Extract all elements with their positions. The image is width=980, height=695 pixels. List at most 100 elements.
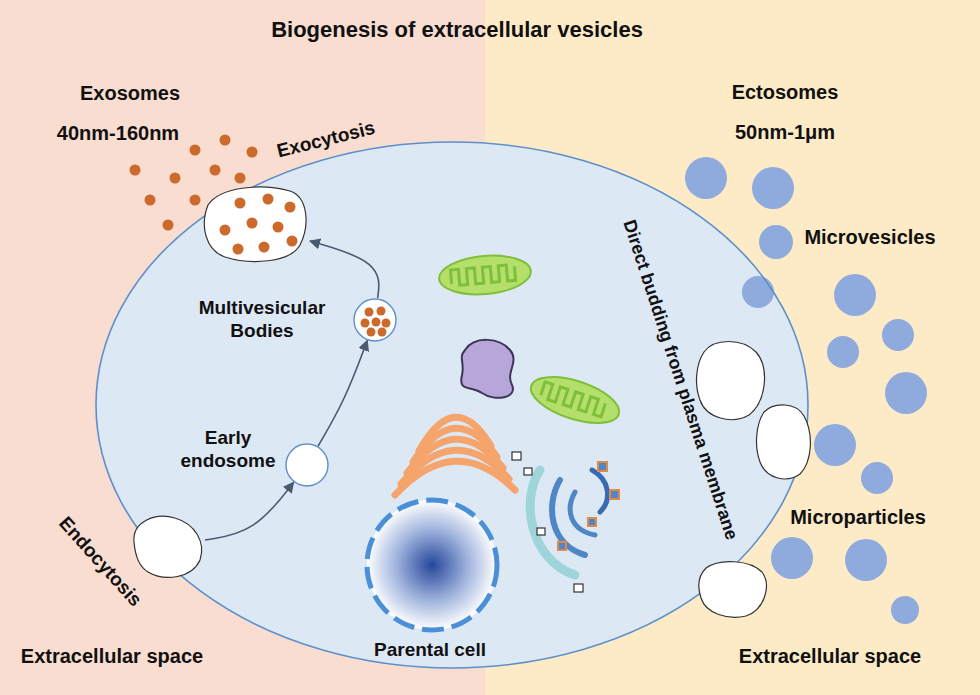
ectosome — [771, 537, 813, 579]
exosome — [210, 165, 221, 176]
exosome — [233, 244, 244, 255]
exosome — [285, 202, 296, 213]
exosome — [145, 195, 156, 206]
cristae — [540, 382, 606, 417]
endo-node: Endocytosis — [130, 512, 205, 580]
text-holder: Exosomes — [80, 81, 180, 105]
golgi-cisterna — [419, 417, 491, 451]
exosome — [220, 135, 231, 146]
cytoplasm — [96, 142, 808, 668]
exosome — [220, 225, 231, 236]
text-holder: Parental cell — [374, 639, 486, 662]
mitochondrion-body — [438, 252, 533, 298]
multivesicular-body — [354, 299, 396, 341]
intraluminal-vesicle — [361, 319, 370, 328]
er-vesicles — [512, 452, 619, 592]
arrow-connector — [310, 241, 379, 298]
intraluminal-vesicle — [365, 308, 374, 317]
label: Microparticles — [790, 505, 926, 529]
golgi — [395, 417, 515, 495]
exosome — [130, 165, 141, 176]
text-holder: Microvesicles — [804, 225, 935, 249]
exosome — [163, 220, 174, 231]
text-holder: Extracellular space — [739, 644, 921, 668]
vesicle — [610, 490, 619, 499]
exosome — [263, 194, 274, 205]
label: Ectosomes — [732, 80, 839, 104]
vesicle — [524, 468, 532, 475]
mitochondrion-body — [525, 368, 624, 433]
endoplasmic-reticulum — [530, 470, 607, 575]
ectosome — [742, 276, 774, 308]
ectosome — [814, 424, 856, 466]
ectosome — [861, 462, 893, 494]
ectosome — [885, 372, 927, 414]
mitochondrion — [525, 368, 624, 433]
exosome — [190, 195, 201, 206]
node-label: Multivesicular Bodies — [187, 297, 337, 343]
node-shape — [285, 443, 329, 487]
text-holder: Extracellular space — [21, 644, 203, 668]
text-holder: 40nm-160nm — [57, 121, 179, 145]
er-membrane — [570, 492, 595, 535]
node-label: Early endosome — [178, 427, 278, 473]
exosome — [247, 218, 258, 229]
node-shape — [200, 185, 310, 265]
parental-cell: Parental cell Endocytosis Early endosome Mu… — [94, 140, 810, 670]
exosome — [273, 222, 284, 233]
vesicle — [598, 462, 607, 471]
arrow-connector — [205, 482, 294, 540]
node-shape — [130, 512, 205, 580]
label: 50nm-1μm — [735, 120, 835, 144]
ectosome — [685, 157, 727, 199]
label: Microvesicles — [804, 225, 935, 249]
node-shape — [94, 140, 810, 670]
cell-membrane — [96, 142, 808, 668]
budding-vesicle — [757, 405, 811, 479]
text-holder: Ectosomes — [732, 80, 839, 104]
label: Extracellular space — [739, 644, 921, 668]
node-label: Parental cell — [374, 639, 486, 662]
nucleus — [367, 500, 497, 630]
vesicle — [558, 542, 566, 550]
exosome — [259, 242, 270, 253]
ectosome — [845, 539, 887, 581]
vesicle — [512, 452, 521, 460]
early-endosome — [286, 444, 328, 486]
node-shape — [353, 298, 397, 342]
mitochondrion — [438, 252, 533, 298]
mvb-node: Multivesicular Bodies — [353, 298, 397, 342]
er-membrane — [552, 480, 585, 555]
intraluminal-vesicle — [378, 328, 387, 337]
exosome — [170, 173, 181, 184]
intraluminal-vesicle — [377, 307, 386, 316]
ectosome — [752, 167, 794, 209]
text-holder: Multivesicular Bodies — [187, 297, 337, 343]
exosome — [247, 147, 258, 158]
endocytic-pocket — [134, 516, 202, 577]
exocytic-pocket — [204, 187, 306, 261]
ectosome — [882, 319, 914, 351]
intraluminal-vesicle — [372, 318, 381, 327]
text-holder: Early endosome — [178, 427, 278, 473]
ectosome — [891, 596, 919, 624]
exo-node: Exocytosis — [200, 185, 310, 265]
cristae — [450, 264, 515, 286]
title: Biogenesis of extracellular vesicles — [271, 17, 643, 43]
ectosome — [759, 225, 793, 259]
endosome-node: Early endosome — [285, 443, 329, 487]
exosome — [235, 198, 246, 209]
label: 40nm-160nm — [57, 121, 179, 145]
exosome — [190, 145, 201, 156]
arrow-connector — [318, 341, 367, 446]
exosome — [287, 236, 298, 247]
vesicle — [537, 528, 545, 535]
intraluminal-vesicle — [382, 319, 391, 328]
label: Extracellular space — [21, 644, 203, 668]
exosome — [235, 173, 246, 184]
organelle-blob — [461, 340, 513, 398]
vesicle — [588, 518, 596, 526]
